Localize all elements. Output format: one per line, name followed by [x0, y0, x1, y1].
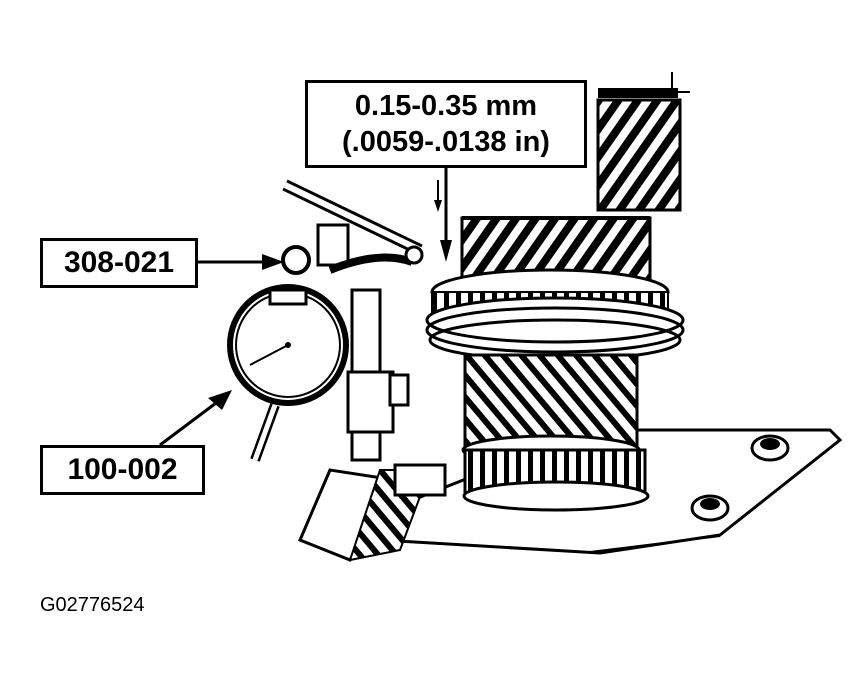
leader-lines [159, 168, 452, 447]
dial-indicator [227, 284, 349, 406]
tool-308-021-callout: 308-021 [40, 238, 198, 288]
indicator-stand [250, 403, 447, 562]
synchronizer-rings [425, 268, 685, 362]
endplay-spec-metric: 0.15-0.35 mm [354, 90, 538, 122]
tool-100-002-callout: 100-002 [40, 445, 205, 495]
figure-id: G02776524 [40, 594, 145, 616]
indicator-holder [281, 179, 424, 462]
endplay-spec-callout: 0.15-0.35 mm (.0059-.0138 in) [305, 80, 587, 168]
lower-gear [461, 353, 650, 512]
upper-gear [596, 72, 690, 212]
endplay-spec-imperial: (.0059-.0138 in) [342, 126, 550, 158]
